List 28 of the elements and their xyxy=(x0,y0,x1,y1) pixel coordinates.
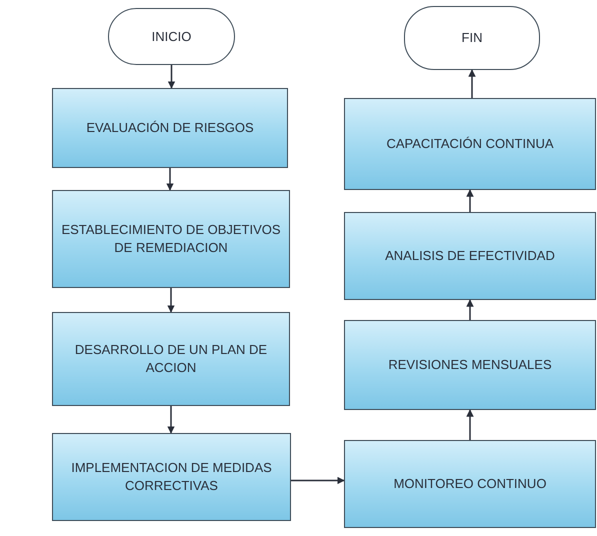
arrow xyxy=(167,406,175,434)
process-box xyxy=(344,320,596,410)
arrow xyxy=(291,476,345,484)
arrow xyxy=(168,65,176,89)
node-label: FIN xyxy=(462,29,482,47)
process-box xyxy=(344,440,596,528)
arrow xyxy=(468,69,476,98)
process-box xyxy=(52,88,288,168)
node-label: REVISIONES MENSUALES xyxy=(388,356,552,374)
process-box xyxy=(52,433,291,521)
process-box xyxy=(344,212,596,300)
arrow xyxy=(466,409,474,440)
arrow xyxy=(466,299,474,320)
node-label: ANALISIS DE EFECTIVIDAD xyxy=(385,247,555,265)
node-label: EVALUACIÓN DE RIESGOS xyxy=(86,119,254,137)
node-label: DESARROLLO DE UN PLAN DE ACCION xyxy=(74,341,268,377)
node-label: CAPACITACIÓN CONTINUA xyxy=(386,135,554,153)
process-box xyxy=(52,190,290,288)
process-box xyxy=(52,312,290,406)
terminal-pill xyxy=(404,6,540,70)
node-label: IMPLEMENTACION DE MEDIDAS CORRECTIVAS xyxy=(70,459,273,495)
node-label: INICIO xyxy=(152,28,192,46)
arrow xyxy=(466,189,474,212)
arrow xyxy=(166,168,174,191)
node-label: MONITOREO CONTINUO xyxy=(394,475,546,493)
arrow xyxy=(167,288,175,313)
process-box xyxy=(344,98,596,190)
node-label: ESTABLECIMIENTO DE OBJETIVOS DE REMEDIACION xyxy=(61,221,281,257)
